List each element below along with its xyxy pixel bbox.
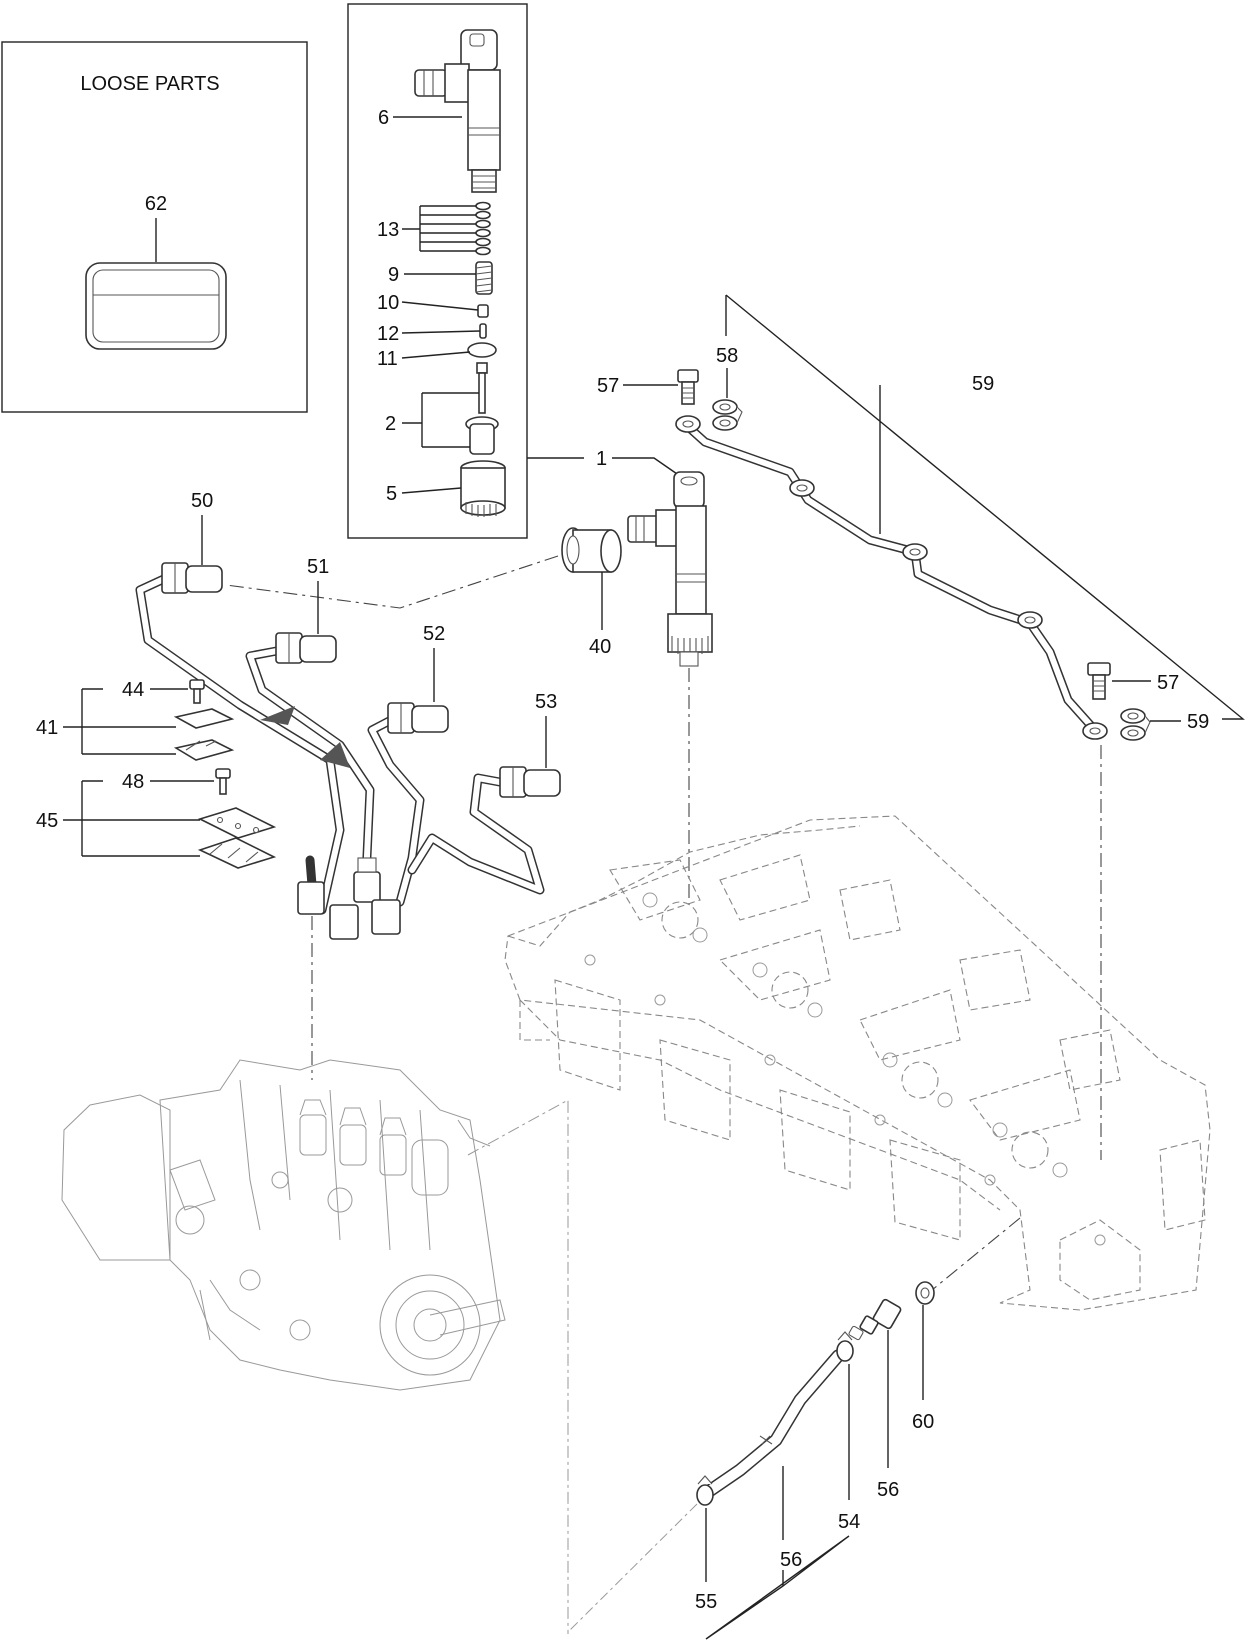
- cylinder-head-phantom: [504, 815, 1211, 1311]
- loose-parts-frame: [1, 41, 308, 413]
- pipe-nut-53: [499, 766, 561, 798]
- callout-60: 56: [877, 1479, 899, 1501]
- loose-parts-box: LOOSE PARTS 62: [1, 41, 308, 413]
- pin-part-12: [479, 323, 487, 339]
- hose-clip-part-56-lower: [696, 1475, 714, 1506]
- callout-53: 53: [535, 691, 557, 713]
- injector-body-part-6: [414, 29, 501, 193]
- callout-13: 13: [377, 219, 399, 241]
- spacer-part-11: [467, 342, 497, 358]
- callout-5: 5: [386, 483, 397, 505]
- callout-57-upper: 57: [597, 375, 619, 397]
- washer-part-59-upper: [712, 399, 743, 431]
- spring-seat-part-10: [477, 304, 489, 318]
- injector-sleeve-part-40: [561, 527, 622, 573]
- callout-57-lower: 57: [1157, 672, 1179, 694]
- clamp-part-45: [197, 807, 277, 869]
- callout-10: 10: [377, 292, 399, 314]
- loose-parts-title: LOOSE PARTS: [80, 73, 219, 95]
- spring-part-9: [475, 261, 493, 295]
- injector-assembly-part-1: [627, 471, 713, 667]
- clamp-part-41: [173, 708, 235, 761]
- callout-2: 2: [385, 413, 396, 435]
- callout-56-upper: 54: [838, 1511, 860, 1533]
- hose-clip-part-56-upper: [836, 1331, 854, 1362]
- decal-part-62: [85, 262, 227, 350]
- callout-11: 11: [377, 348, 398, 370]
- hose-part-55: [698, 1349, 845, 1501]
- callout-6: 6: [378, 107, 389, 129]
- callout-62: 62: [145, 193, 167, 215]
- banjo-bolt-part-57-upper: [677, 369, 699, 405]
- pipe-nut-50: [161, 562, 223, 594]
- clamp-bolt-part-48: [215, 768, 231, 795]
- pipe-nut-52: [387, 702, 449, 734]
- gasket-part-61: [915, 1281, 935, 1305]
- callout-51: 51: [307, 556, 329, 578]
- callout-48: 48: [122, 771, 144, 793]
- pump-end-nuts: [297, 857, 401, 940]
- callout-12: 12: [377, 323, 399, 345]
- callout-44: 44: [122, 679, 144, 701]
- callout-55: 56: [780, 1549, 802, 1571]
- callout-40: 40: [589, 636, 611, 658]
- injector-breakdown-box: 6 13 9 10 12 11: [347, 3, 528, 539]
- callout-41: 41: [36, 717, 58, 739]
- callout-52: 52: [423, 623, 445, 645]
- callout-61: 60: [912, 1411, 934, 1433]
- callout-59-upper: 58: [716, 345, 738, 367]
- washer-part-59-lower: [1120, 708, 1151, 741]
- callout-59-lower: 59: [1187, 711, 1209, 733]
- banjo-bolt-part-57-lower: [1087, 662, 1111, 700]
- nozzle-part-2: [465, 362, 499, 455]
- union-fitting-part-60: [848, 1298, 902, 1341]
- shims-part-13: [475, 201, 491, 256]
- callout-1: 1: [596, 448, 607, 470]
- pipe-nut-51: [275, 632, 337, 664]
- callout-9: 9: [388, 264, 399, 286]
- clamp-bolt-part-44: [189, 679, 205, 704]
- injector-breakdown-frame: [347, 3, 528, 539]
- injection-pipes-parts-50-53: [135, 562, 561, 940]
- nozzle-nut-part-5: [460, 460, 506, 517]
- injection-pump-phantom: [61, 1059, 506, 1391]
- callout-58: 59: [972, 373, 994, 395]
- callout-50: 50: [191, 490, 213, 512]
- callout-45: 45: [36, 810, 58, 832]
- callout-56-lower: 55: [695, 1591, 717, 1613]
- leak-off-pipe-part-58: [675, 415, 1108, 740]
